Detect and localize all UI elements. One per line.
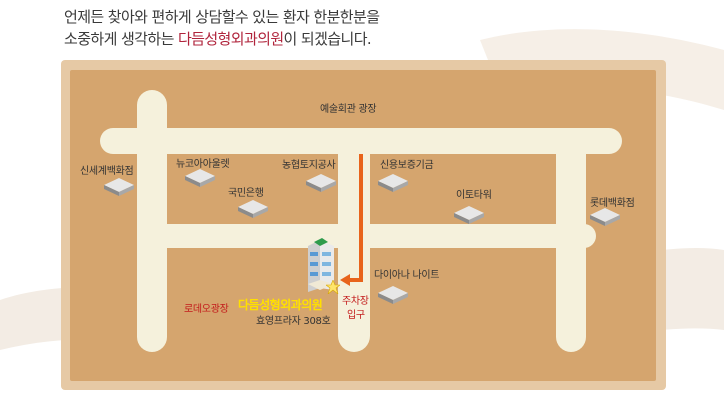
label-rodeo: 로데오광장: [184, 304, 229, 315]
label-kookmin: 국민은행: [228, 188, 264, 199]
intro-line-2-pre: 소중하게 생각하는: [64, 30, 178, 48]
intro-line-2: 소중하게 생각하는 다듬성형외과의원이 되겠습니다.: [64, 28, 664, 50]
label-credit: 신용보증기금: [380, 160, 434, 171]
label-nonghyup: 농협토지공사: [282, 160, 336, 171]
label-newcore: 뉴코아아울렛: [176, 159, 230, 170]
building-credit: [378, 174, 408, 192]
label-clinic-address: 효영프라자 308호: [256, 316, 331, 327]
road-right-vertical: [556, 128, 586, 352]
building-newcore: [185, 169, 215, 187]
intro-line-2-post: 이 되겠습니다.: [283, 30, 372, 48]
building-shinsegae: [104, 178, 134, 196]
label-entrance: 입구: [347, 310, 365, 321]
clinic-building-icon: [308, 238, 334, 292]
building-itower: [454, 206, 484, 224]
label-clinic-name: 다듬성형외과의원: [238, 298, 323, 312]
building-lotte: [590, 208, 620, 226]
label-itower: 이토타워: [456, 190, 492, 201]
star-marker-icon: [326, 280, 340, 294]
intro-line-1: 언제든 찾아와 편하게 상담할수 있는 환자 한분한분을: [64, 8, 380, 26]
road-left-vertical: [137, 90, 167, 352]
label-parking: 주차장: [342, 296, 369, 307]
label-arts-plaza: 예술회관 광장: [320, 104, 377, 115]
label-lotte: 롯데백화점: [590, 198, 635, 209]
road-center-vertical: [338, 128, 370, 352]
label-shinsegae: 신세계백화점: [80, 166, 134, 177]
label-diana: 다이아나 나이트: [374, 270, 440, 281]
road-middle-horizontal: [150, 224, 596, 248]
intro-clinic-name: 다듬성형외과의원: [177, 30, 284, 48]
route-arrow-icon: [340, 154, 363, 286]
intro-text: 언제든 찾아와 편하게 상담할수 있는 환자 한분한분을 소중하게 생각하는 다…: [64, 6, 664, 50]
building-diana: [378, 286, 408, 304]
building-nonghyup: [306, 174, 336, 192]
building-kookmin: [238, 200, 268, 218]
